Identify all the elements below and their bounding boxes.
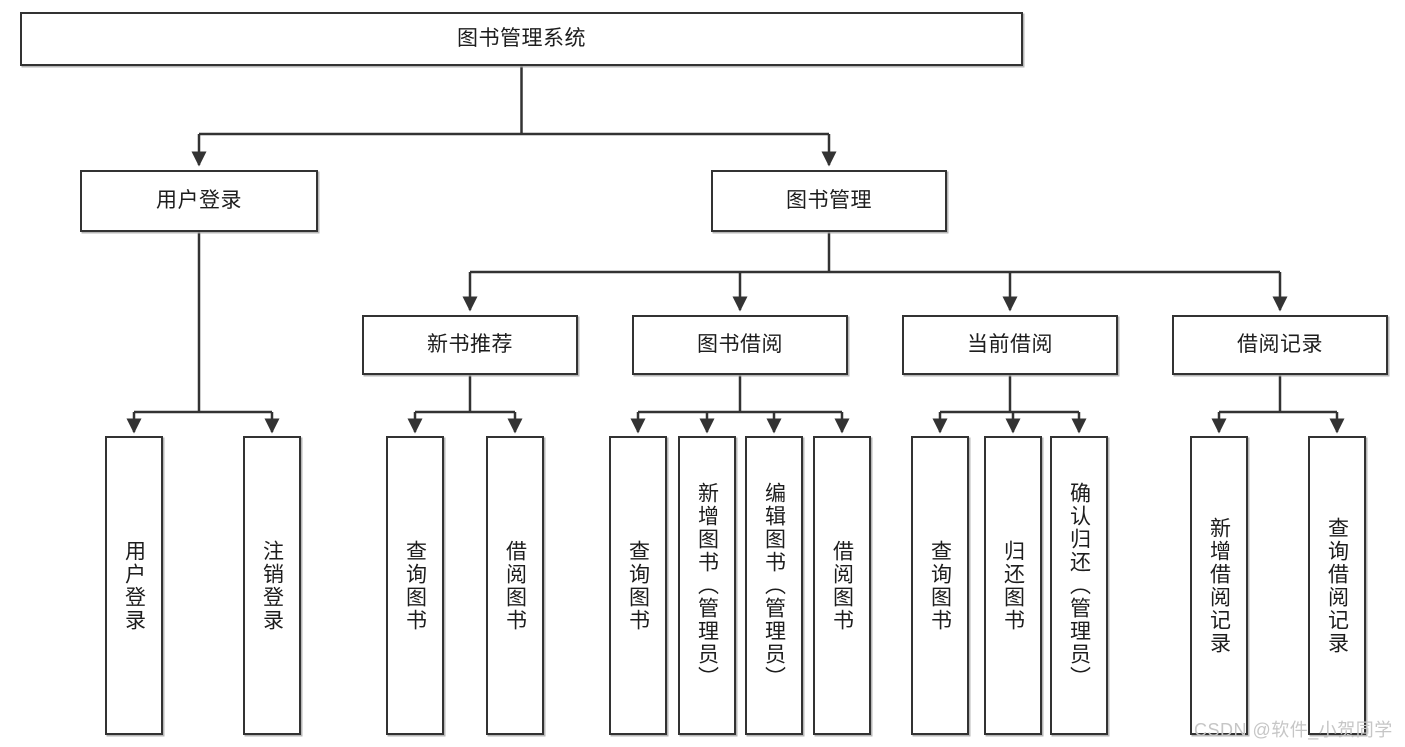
node-user-login: 用户登录 — [80, 170, 318, 232]
node-leaf-query-book-2: 查询图书 — [609, 436, 667, 735]
node-leaf-user-logout: 注销登录 — [243, 436, 301, 735]
node-label: 新增借阅记录 — [1207, 516, 1231, 655]
node-label: 确认归还（管理员） — [1067, 482, 1091, 689]
node-borrow-record: 借阅记录 — [1172, 315, 1388, 375]
node-new-book-rec: 新书推荐 — [362, 315, 578, 375]
csdn-watermark: CSDN @软件_小贺同学 — [1194, 720, 1393, 740]
node-leaf-return-book: 归还图书 — [984, 436, 1042, 735]
node-leaf-query-book-1: 查询图书 — [386, 436, 444, 735]
node-label: 借阅记录 — [1237, 332, 1323, 356]
node-label: 查询借阅记录 — [1325, 516, 1349, 655]
node-root: 图书管理系统 — [20, 12, 1023, 66]
node-label: 借阅图书 — [830, 539, 854, 632]
node-current-borrow: 当前借阅 — [902, 315, 1118, 375]
node-label: 查询图书 — [403, 539, 427, 632]
node-label: 当前借阅 — [967, 332, 1053, 356]
node-leaf-confirm-return: 确认归还（管理员） — [1050, 436, 1108, 735]
node-label: 注销登录 — [260, 539, 284, 632]
node-label: 用户登录 — [122, 539, 146, 632]
node-leaf-query-record: 查询借阅记录 — [1308, 436, 1366, 735]
node-label: 查询图书 — [928, 539, 952, 632]
node-leaf-query-book-3: 查询图书 — [911, 436, 969, 735]
node-label: 归还图书 — [1001, 539, 1025, 632]
node-label: 用户登录 — [156, 188, 242, 212]
node-leaf-add-record: 新增借阅记录 — [1190, 436, 1248, 735]
node-label: 查询图书 — [626, 539, 650, 632]
node-leaf-borrow-book-2: 借阅图书 — [813, 436, 871, 735]
node-label: 新增图书（管理员） — [695, 482, 719, 689]
node-label: 借阅图书 — [503, 539, 527, 632]
node-label: 图书管理系统 — [457, 26, 586, 50]
node-leaf-borrow-book-1: 借阅图书 — [486, 436, 544, 735]
node-book-manage: 图书管理 — [711, 170, 947, 232]
node-leaf-user-login: 用户登录 — [105, 436, 163, 735]
node-leaf-add-book: 新增图书（管理员） — [678, 436, 736, 735]
node-label: 新书推荐 — [427, 332, 513, 356]
node-book-borrow: 图书借阅 — [632, 315, 848, 375]
node-label: 编辑图书（管理员） — [762, 482, 786, 689]
node-label: 图书管理 — [786, 188, 872, 212]
node-label: 图书借阅 — [697, 332, 783, 356]
node-leaf-edit-book: 编辑图书（管理员） — [745, 436, 803, 735]
